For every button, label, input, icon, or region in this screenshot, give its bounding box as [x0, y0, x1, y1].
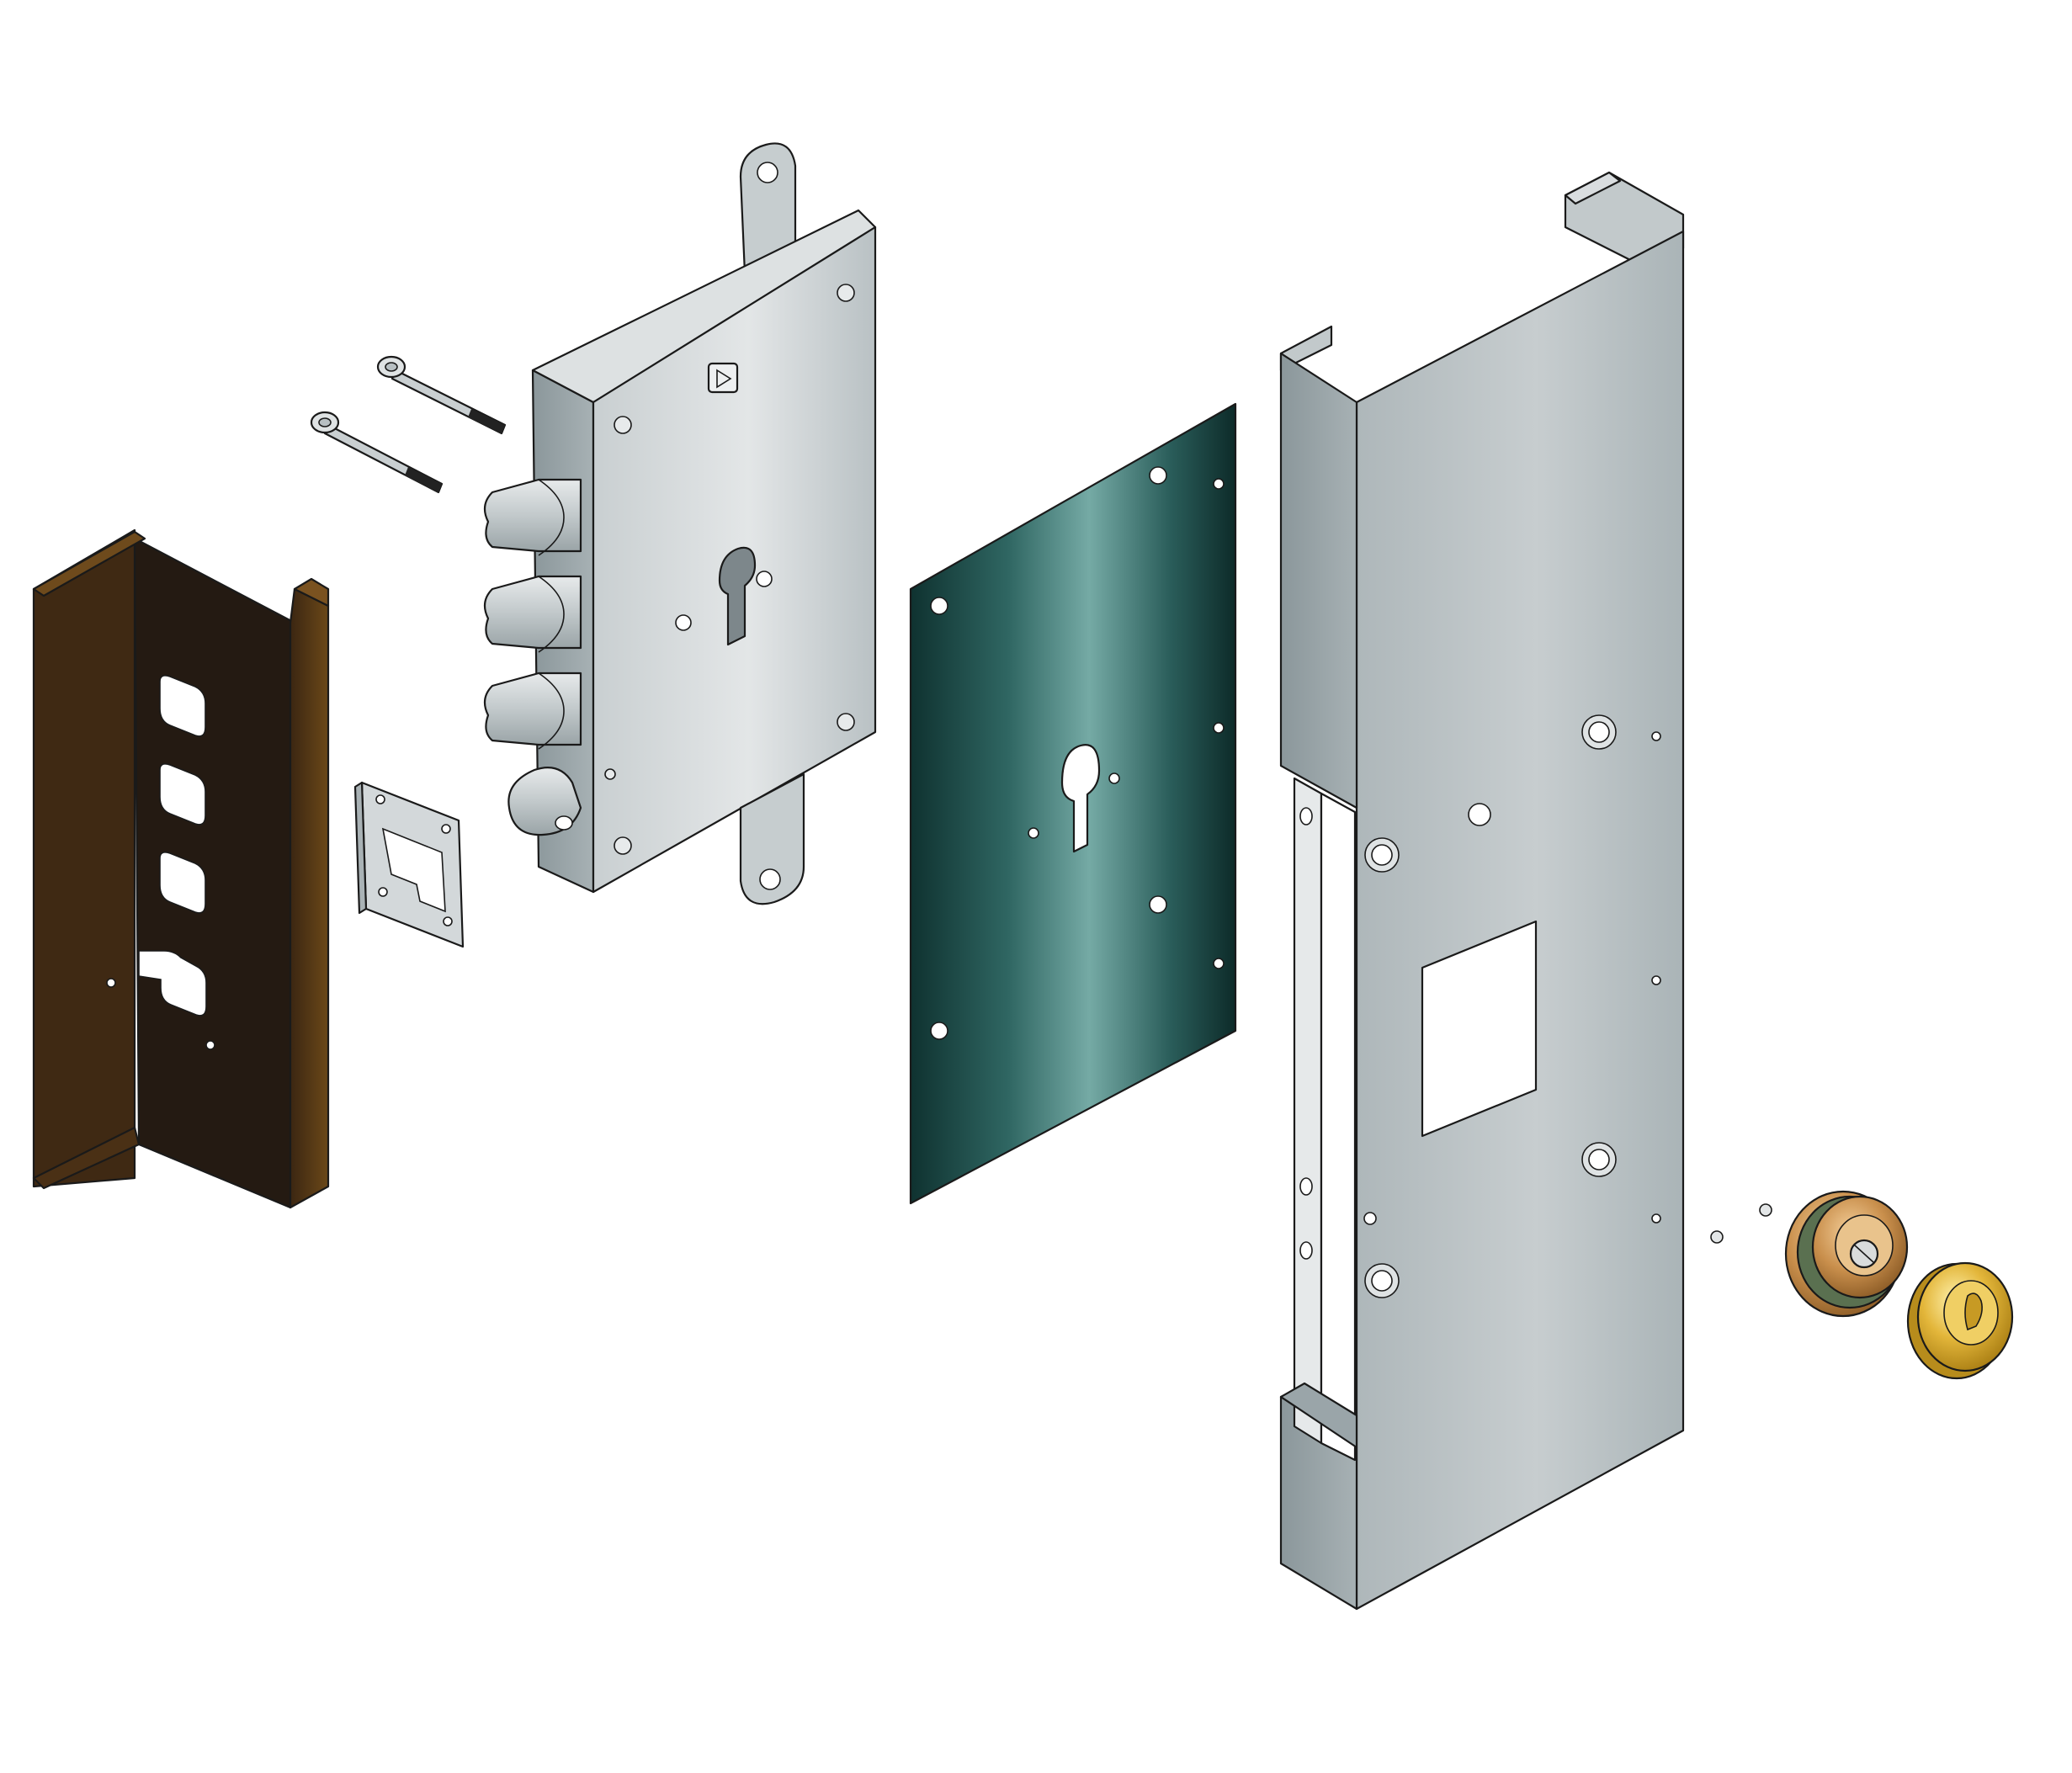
mounting-screw-upper: [376, 355, 507, 435]
deadbolt-1: [483, 478, 582, 556]
bracket-cutouts: [106, 675, 215, 1050]
reinforcement-holes: [1299, 714, 1661, 1298]
lock-bottom-tab: [739, 772, 805, 905]
u-channel-bracket: [32, 528, 330, 1209]
latch-bolt: [507, 767, 582, 836]
deadbolt-2: [483, 575, 582, 653]
cylinder-escutcheon-ring: [1906, 1261, 2014, 1380]
mounting-screws: [310, 355, 507, 494]
deadbolt-3: [483, 672, 582, 750]
deadbolts: [483, 478, 582, 836]
lock-rivets: [604, 284, 855, 855]
lock-body: [483, 142, 877, 905]
fixing-pins: [1710, 1203, 1772, 1244]
cylinder-protector-base: [1784, 1190, 1909, 1318]
armour-plate-holes: [930, 466, 1225, 1040]
armour-plate: [909, 402, 1237, 1205]
lock-top-tab: [739, 142, 797, 275]
door-edge-reinforcement: [1279, 171, 1685, 1611]
mounting-screw-lower: [310, 411, 444, 494]
latch-strike-plate: [353, 781, 465, 948]
